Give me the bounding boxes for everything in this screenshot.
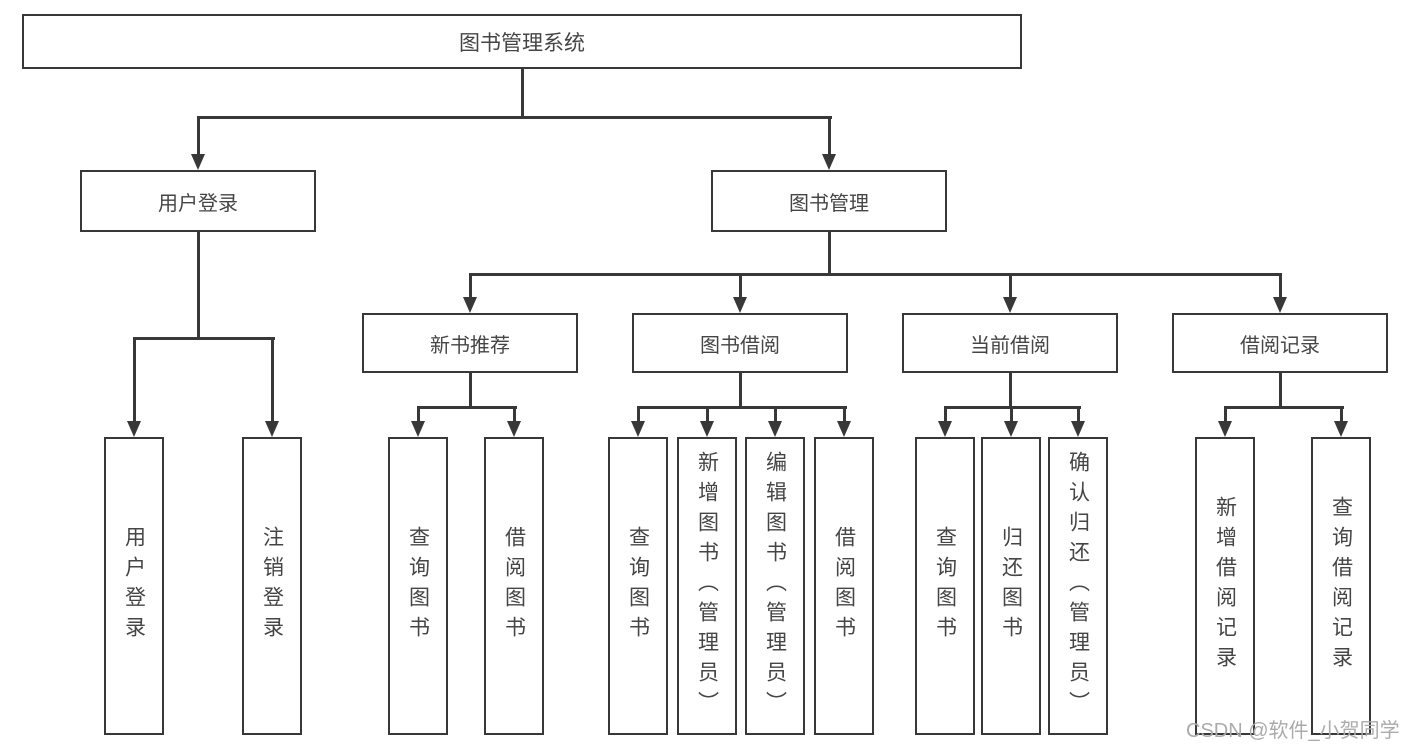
connector: [196, 116, 832, 119]
arrowhead: [836, 421, 851, 437]
connector: [1278, 273, 1282, 299]
arrowhead: [630, 421, 645, 437]
leaf-borrow-books-recommend: 借阅图书: [484, 437, 544, 735]
connector: [827, 232, 831, 276]
arrowhead: [1003, 421, 1018, 437]
arrowhead: [821, 154, 836, 170]
leaf-return-books: 归还图书: [981, 437, 1041, 735]
arrowhead: [732, 297, 747, 313]
connector: [636, 406, 847, 409]
connector: [1008, 373, 1012, 409]
leaf-edit-books-admin: 编辑图书（管理员）: [745, 437, 805, 735]
leaf-confirm-return-admin: 确认归还（管理员）: [1048, 437, 1108, 735]
arrowhead: [1333, 421, 1348, 437]
arrowhead: [190, 154, 205, 170]
connector: [1009, 406, 1013, 423]
leaf-query-books-recommend: 查询图书: [388, 437, 448, 735]
leaf-logout: 注销登录: [242, 437, 302, 735]
arrowhead: [937, 421, 952, 437]
connector: [132, 337, 275, 340]
csdn-watermark: CSDN @软件_小贺同学: [1186, 720, 1400, 742]
connector: [773, 406, 777, 423]
node-book-borrow: 图书借阅: [632, 313, 848, 373]
node-new-book-recommend: 新书推荐: [362, 313, 578, 373]
connector: [468, 273, 472, 299]
connector: [1076, 406, 1080, 423]
connector: [636, 406, 640, 423]
connector: [738, 273, 742, 299]
node-current-borrow: 当前借阅: [902, 313, 1118, 373]
connector: [468, 273, 1282, 276]
connector: [1339, 406, 1343, 423]
leaf-query-books-borrow: 查询图书: [608, 437, 668, 735]
connector: [842, 406, 846, 423]
arrowhead: [462, 297, 477, 313]
arrowhead: [126, 421, 141, 437]
arrowhead: [410, 421, 425, 437]
arrowhead: [1070, 421, 1085, 437]
connector: [1278, 373, 1282, 409]
node-root: 图书管理系统: [22, 14, 1022, 69]
connector: [512, 406, 516, 423]
arrowhead: [699, 421, 714, 437]
connector: [270, 337, 274, 423]
connector: [468, 373, 472, 409]
connector: [705, 406, 709, 423]
connector: [827, 116, 831, 156]
node-book-management: 图书管理: [711, 170, 947, 232]
connector: [416, 406, 420, 423]
leaf-query-books-current: 查询图书: [915, 437, 975, 735]
connector: [416, 406, 517, 409]
arrowhead: [264, 421, 279, 437]
connector: [1008, 273, 1012, 299]
connector: [196, 232, 200, 340]
arrowhead: [767, 421, 782, 437]
node-borrow-records: 借阅记录: [1172, 313, 1388, 373]
connector: [132, 337, 136, 423]
connector: [1223, 406, 1227, 423]
arrowhead: [506, 421, 521, 437]
connector: [196, 116, 200, 156]
connector: [520, 69, 524, 119]
connector: [738, 373, 742, 409]
leaf-user-login: 用户登录: [104, 437, 164, 735]
connector: [943, 406, 947, 423]
leaf-add-books-admin: 新增图书（管理员）: [677, 437, 737, 735]
arrowhead: [1002, 297, 1017, 313]
connector: [1223, 406, 1344, 409]
leaf-add-borrow-record: 新增借阅记录: [1195, 437, 1255, 735]
arrowhead: [1217, 421, 1232, 437]
leaf-borrow-books: 借阅图书: [814, 437, 874, 735]
node-user-login: 用户登录: [80, 170, 316, 232]
arrowhead: [1272, 297, 1287, 313]
leaf-query-borrow-record: 查询借阅记录: [1311, 437, 1371, 735]
